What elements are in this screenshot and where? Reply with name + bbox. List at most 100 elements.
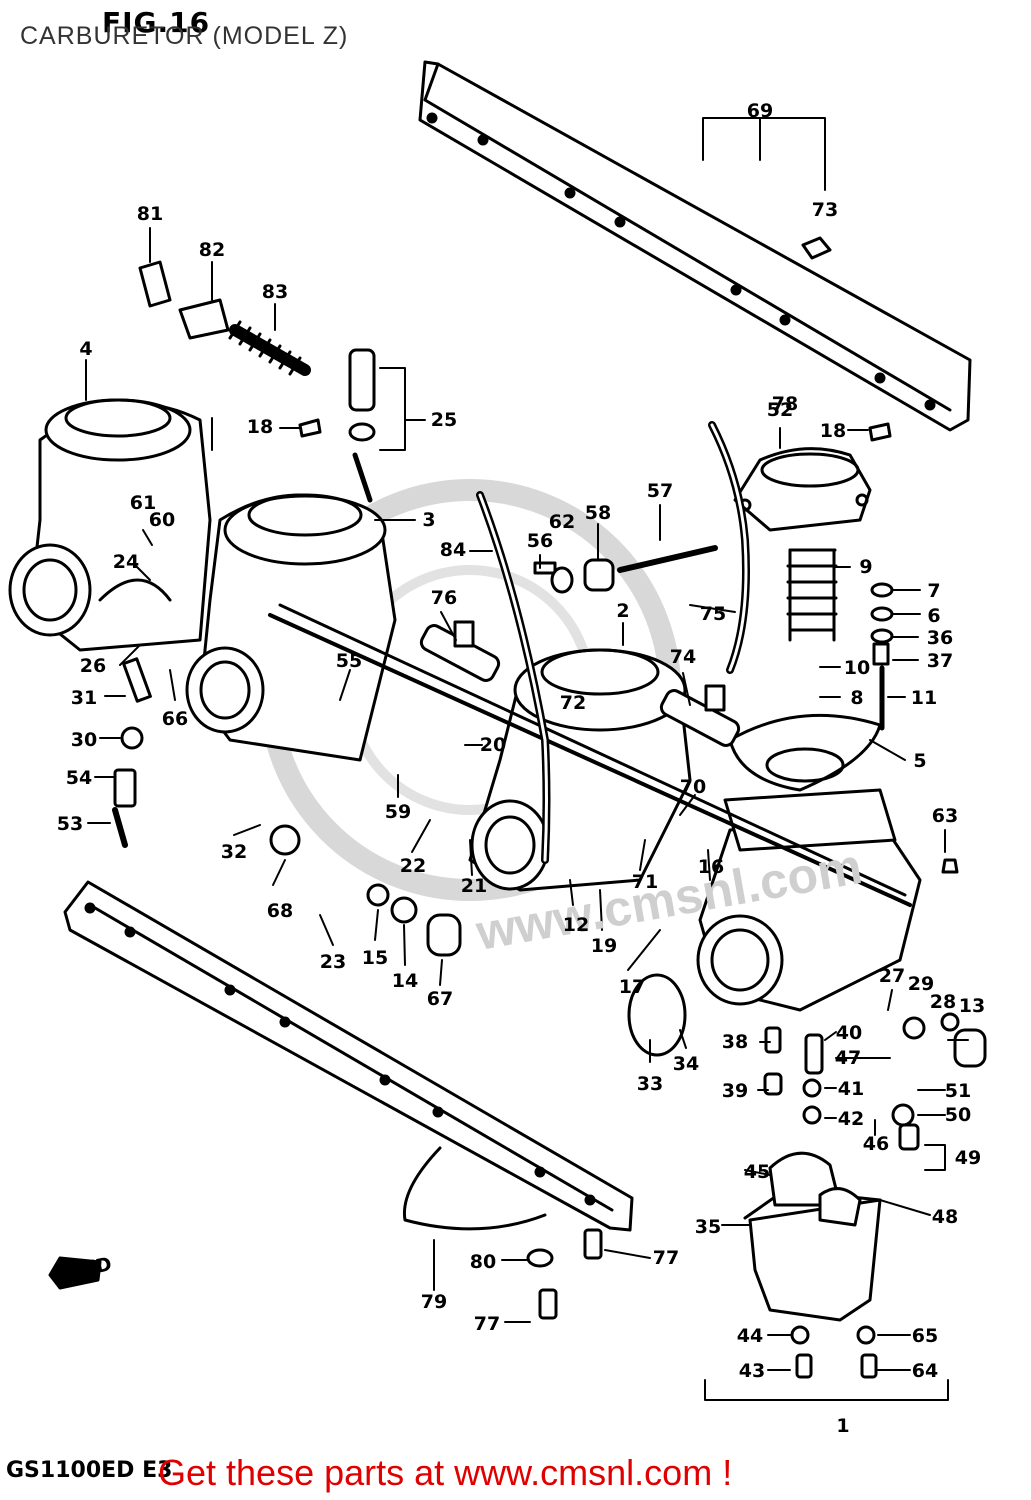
callout-77: 77: [653, 1247, 679, 1269]
callout-27: 27: [879, 965, 905, 987]
callout-80: 80: [470, 1251, 496, 1273]
callout-46: 46: [863, 1133, 889, 1155]
callout-60: 60: [149, 509, 175, 531]
figure-subtitle: CARBURETOR (MODEL Z): [20, 22, 349, 50]
lower-mounting-rail: [63, 880, 634, 1232]
callout-45: 45: [744, 1161, 770, 1183]
carburetor-body-3: [468, 648, 692, 892]
callout-84: 84: [440, 539, 466, 561]
promo-link[interactable]: Get these parts at www.cmsnl.com !: [158, 1452, 733, 1493]
callout-20: 20: [480, 734, 506, 756]
callout-54: 54: [66, 767, 92, 789]
callout-4: 4: [79, 338, 92, 360]
cable-bracket-79: [402, 1146, 547, 1231]
throttle-shaft: [268, 613, 912, 907]
figure-title: FIG.16: [102, 6, 211, 39]
callout-17: 17: [619, 976, 645, 998]
callout-9: 9: [859, 556, 872, 578]
callout-1: 1: [836, 1415, 849, 1437]
bolt-73: [801, 236, 832, 260]
callout-57: 57: [647, 480, 673, 502]
leader-lines: [85, 117, 969, 1401]
callout-55: 55: [336, 650, 362, 672]
fuel-hose-84-inner: [478, 493, 548, 862]
callout-3: 3: [422, 509, 435, 531]
callout-31: 31: [71, 687, 97, 709]
diaphragm: [728, 713, 882, 792]
callout-58: 58: [585, 502, 611, 524]
callout-77: 77: [474, 1313, 500, 1335]
float-bowl: [743, 1188, 882, 1322]
carburetor-body-4: [696, 788, 922, 1012]
bracket-81-82: [138, 260, 230, 340]
callout-71: 71: [632, 871, 658, 893]
callout-16: 16: [698, 856, 724, 878]
callout-79: 79: [421, 1291, 447, 1313]
callout-34: 34: [673, 1053, 699, 1075]
float-chamber-cover: [768, 1151, 862, 1227]
callout-15: 15: [362, 947, 388, 969]
callout-8: 8: [850, 687, 863, 709]
callout-48: 48: [932, 1206, 958, 1228]
top-cap: [733, 447, 872, 532]
callout-63: 63: [932, 805, 958, 827]
callout-52: 52: [767, 399, 793, 421]
callout-83: 83: [262, 281, 288, 303]
callout-39: 39: [722, 1080, 748, 1102]
callout-76: 76: [431, 587, 457, 609]
callout-32: 32: [221, 841, 247, 863]
callout-75: 75: [700, 603, 726, 625]
callout-64: 64: [912, 1360, 938, 1382]
fuel-t-joint-74: [659, 684, 741, 747]
callout-73: 73: [812, 199, 838, 221]
callout-81: 81: [137, 203, 163, 225]
callout-72: 72: [560, 692, 586, 714]
callout-56: 56: [527, 530, 553, 552]
callout-38: 38: [722, 1031, 748, 1053]
callout-40: 40: [836, 1022, 862, 1044]
carburetor-body-2: [185, 493, 397, 762]
callout-53: 53: [57, 813, 83, 835]
callout-42: 42: [838, 1108, 864, 1130]
upper-mounting-rail: [418, 60, 972, 432]
callout-2: 2: [616, 600, 629, 622]
callout-69: 69: [747, 100, 773, 122]
callout-66: 66: [162, 708, 188, 730]
fuel-t-joint-76: [419, 620, 501, 682]
stopper-spring-83: [228, 320, 311, 376]
callout-12: 12: [563, 914, 589, 936]
model-code: GS1100ED E3: [6, 1458, 173, 1483]
callout-10: 10: [844, 657, 870, 679]
callout-24: 24: [113, 551, 139, 573]
callout-37: 37: [927, 650, 953, 672]
callout-7: 7: [927, 580, 940, 602]
fwd-arrow: [48, 1256, 102, 1290]
callout-50: 50: [945, 1104, 971, 1126]
callout-51: 51: [945, 1080, 971, 1102]
callout-67: 67: [427, 988, 453, 1010]
callout-41: 41: [838, 1078, 864, 1100]
callout-59: 59: [385, 801, 411, 823]
callout-47: 47: [835, 1047, 861, 1069]
throttle-shaft-edge: [278, 603, 907, 897]
callout-21: 21: [461, 875, 487, 897]
callout-5: 5: [913, 750, 926, 772]
callout-30: 30: [71, 729, 97, 751]
callout-6: 6: [927, 605, 940, 627]
callout-25: 25: [431, 409, 457, 431]
callout-18: 18: [820, 420, 846, 442]
callout-33: 33: [637, 1073, 663, 1095]
callout-19: 19: [591, 935, 617, 957]
callout-78: 78: [772, 393, 798, 415]
callout-61: 61: [130, 492, 156, 514]
callout-35: 35: [695, 1216, 721, 1238]
callout-82: 82: [199, 239, 225, 261]
callout-26: 26: [80, 655, 106, 677]
vacuum-piston-spring: [786, 548, 838, 642]
callout-28: 28: [930, 991, 956, 1013]
callout-36: 36: [927, 627, 953, 649]
fuel-hose-75-inner: [710, 423, 748, 672]
